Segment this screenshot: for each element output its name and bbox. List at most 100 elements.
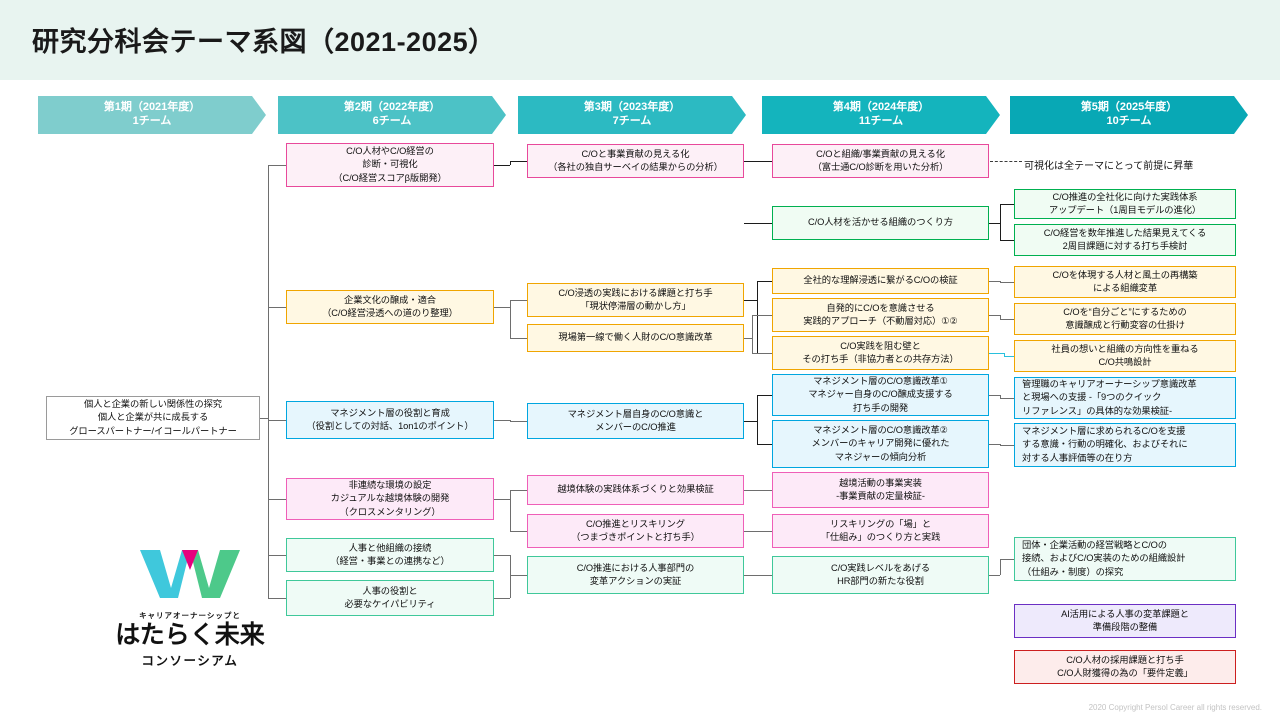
connector-line	[757, 395, 772, 397]
connector-line	[510, 490, 512, 531]
phase-header-3: 第3期（2023年度）7チーム	[518, 96, 746, 134]
theme-node-label: リスキリングの「場」と「仕組み」のつくり方と実践	[820, 518, 941, 542]
theme-node-label: マネジメント層自身のC/O意識とメンバーのC/O推進	[567, 408, 704, 432]
connector-line	[1000, 445, 1014, 447]
theme-node-label: C/O実践を阻む壁とその打ち手（非協力者との共存方法）	[802, 340, 959, 364]
logo-footer: コンソーシアム	[141, 654, 239, 669]
theme-node-p3-2[interactable]: C/O浸透の実践における課題と打ち手「現状停滞層の動かし方」	[527, 283, 744, 317]
connector-line	[510, 161, 512, 165]
theme-node-p4-4[interactable]: 自発的にC/Oを意識させる実践的アプローチ（不動層対応）①②	[772, 298, 989, 332]
phase-label-period: 第4期（2024年度）	[832, 101, 930, 114]
connector-line	[494, 420, 510, 422]
connector-line	[989, 353, 1004, 355]
theme-node-p2-5[interactable]: 人事と他組織の接続（経営・事業との連携など）	[286, 538, 494, 572]
logo-title: はたらく未来	[115, 621, 265, 649]
theme-node-p5-6[interactable]: 管理職のキャリアオーナーシップ意識改革と現場への支援 -「9つのクイックリファレ…	[1014, 377, 1236, 419]
connector-line	[1000, 204, 1014, 206]
theme-node-p4-3[interactable]: 全社的な理解浸透に繋がるC/Oの検証	[772, 268, 989, 294]
connector-line	[752, 315, 754, 353]
connector-line	[744, 223, 772, 225]
theme-node-p5-7[interactable]: マネジメント層に求められるC/Oを支援する意識・行動の明確化、およびそれに対する…	[1014, 423, 1236, 467]
theme-node-p3-7[interactable]: C/O推進における人事部門の変革アクションの実証	[527, 556, 744, 594]
theme-node-label: 人事と他組織の接続（経営・事業との連携など）	[330, 542, 450, 566]
theme-node-label: 越境活動の事業実装-事業貢献の定量検証-	[836, 477, 925, 501]
theme-node-p5-9[interactable]: AI活用による人事の変革課題と準備段階の整備	[1014, 604, 1236, 638]
theme-node-label: 個人と企業の新しい関係性の探究個人と企業が共に成長するグロースパートナー/イコー…	[69, 398, 237, 436]
connector-line	[989, 281, 1000, 283]
connector-line	[744, 421, 757, 423]
theme-node-p2-2[interactable]: 企業文化の醸成・適合（C/O経営浸透への道のり整理）	[286, 290, 494, 324]
theme-node-label: 全社的な理解浸透に繋がるC/Oの検証	[803, 275, 958, 286]
theme-node-p5-3[interactable]: C/Oを体現する人材と風土の再構築による組織変革	[1014, 266, 1236, 298]
connector-line	[510, 420, 512, 421]
theme-node-p4-2[interactable]: C/O人材を活かせる組織のつくり方	[772, 206, 989, 240]
connector-line	[1000, 559, 1002, 575]
connector-line	[510, 338, 527, 340]
connector-line	[757, 281, 772, 283]
theme-node-p3-4[interactable]: マネジメント層自身のC/O意識とメンバーのC/O推進	[527, 403, 744, 439]
theme-node-p3-3[interactable]: 現場第一線で働く人財のC/O意識改革	[527, 324, 744, 352]
connector-line	[989, 395, 1000, 397]
connector-line	[757, 281, 759, 353]
theme-node-p5-1[interactable]: C/O推進の全社化に向けた実践体系アップデート（1周目モデルの進化）	[1014, 189, 1236, 219]
connector-line	[510, 531, 527, 533]
phase-label-teams: 6チーム	[372, 115, 412, 127]
phase-label-teams: 7チーム	[612, 115, 652, 127]
connector-line	[1004, 353, 1006, 356]
phase-label-teams: 10チーム	[1106, 115, 1152, 127]
connector-line	[268, 598, 286, 600]
theme-node-p4-9[interactable]: リスキリングの「場」と「仕組み」のつくり方と実践	[772, 514, 989, 548]
theme-node-p4-8[interactable]: 越境活動の事業実装-事業貢献の定量検証-	[772, 472, 989, 508]
escalation-note: 可視化は全テーマにとって前提に昇華	[1024, 161, 1194, 172]
phase-header-2: 第2期（2022年度）6チーム	[278, 96, 506, 134]
connector-line	[494, 598, 510, 600]
phase-label-period: 第2期（2022年度）	[343, 101, 441, 114]
connector-line	[268, 165, 286, 167]
theme-node-p3-5[interactable]: 越境体験の実践体系づくりと効果検証	[527, 475, 744, 505]
theme-node-label: 自発的にC/Oを意識させる実践的アプローチ（不動層対応）①②	[803, 302, 958, 326]
phase-header-4: 第4期（2024年度）11チーム	[762, 96, 1000, 134]
theme-node-p2-1[interactable]: C/O人材やC/O経営の診断・可視化（C/O経営スコアβ版開発）	[286, 143, 494, 187]
connector-line	[989, 223, 1000, 225]
theme-node-p4-5[interactable]: C/O実践を阻む壁とその打ち手（非協力者との共存方法）	[772, 336, 989, 370]
theme-node-label: C/O人材やC/O経営の診断・可視化（C/O経営スコアβ版開発）	[333, 145, 447, 183]
connector-line	[494, 165, 510, 167]
theme-node-p4-1[interactable]: C/Oと組織/事業貢献の見える化（富士通C/O診断を用いた分析）	[772, 144, 989, 178]
theme-node-p2-4[interactable]: 非連続な環境の設定カジュアルな越境体験の開発（クロスメンタリング）	[286, 478, 494, 520]
connector-line	[1000, 559, 1014, 561]
theme-node-p2-6[interactable]: 人事の役割と必要なケイパビリティ	[286, 580, 494, 616]
theme-node-label: 団体・企業活動の経営戦略とC/Oの接続、およびC/O実装のための組織設計（仕組み…	[1022, 539, 1186, 577]
phase-label-teams: 11チーム	[858, 115, 904, 127]
theme-node-label: 現場第一線で働く人財のC/O意識改革	[558, 332, 713, 343]
connector-line	[510, 300, 512, 338]
connector-line	[757, 575, 772, 577]
connector-line	[1000, 395, 1002, 398]
connector-line	[510, 300, 527, 302]
theme-node-p3-6[interactable]: C/O推進とリスキリング（つまづきポイントと打ち手）	[527, 514, 744, 548]
theme-node-p2-3[interactable]: マネジメント層の役割と育成（役割としての対話、1on1のポイント）	[286, 401, 494, 439]
connector-line	[268, 165, 270, 598]
theme-node-p3-1[interactable]: C/Oと事業貢献の見える化（各社の独自サーベイの結果からの分析）	[527, 144, 744, 178]
theme-node-p5-4[interactable]: C/Oを“自分ごと”にするための意識醸成と行動変容の仕掛け	[1014, 303, 1236, 335]
connector-line	[510, 575, 512, 598]
root-theme-node[interactable]: 個人と企業の新しい関係性の探究個人と企業が共に成長するグロースパートナー/イコー…	[46, 396, 260, 440]
connector-line	[268, 555, 286, 557]
theme-node-label: AI活用による人事の変革課題と準備段階の整備	[1061, 608, 1189, 632]
phase-label-period: 第5期（2025年度）	[1080, 101, 1178, 114]
theme-node-p5-8[interactable]: 団体・企業活動の経営戦略とC/Oの接続、およびC/O実装のための組織設計（仕組み…	[1014, 537, 1236, 581]
connector-line	[744, 161, 757, 163]
connector-line	[757, 161, 772, 163]
title-band	[0, 0, 1280, 80]
connector-line	[744, 531, 757, 533]
theme-node-label: マネジメント層に求められるC/Oを支援する意識・行動の明確化、およびそれに対する…	[1022, 425, 1188, 463]
